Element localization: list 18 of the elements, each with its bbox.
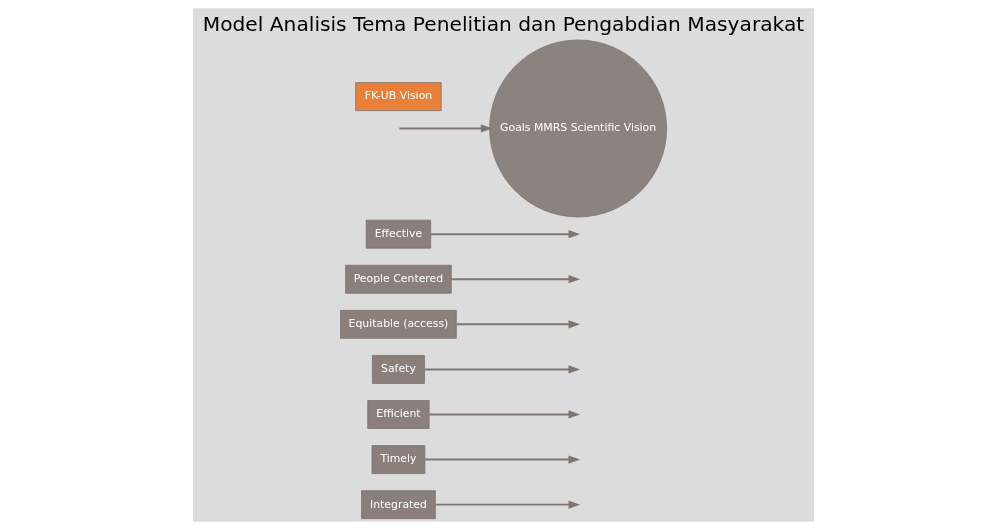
node-box: Equitable (access)	[340, 309, 457, 339]
arrow	[423, 365, 581, 374]
arrow	[424, 455, 581, 464]
arrow	[428, 410, 581, 419]
node-box: Effective	[365, 219, 432, 249]
node-circle: Goals MMRS Scientific Vision	[489, 39, 667, 218]
arrow	[429, 230, 581, 239]
node-box: Efficient	[367, 400, 430, 429]
arrow	[450, 275, 581, 284]
diagram-title: Model Analisis Tema Penelitian dan Pengabdian Masyarakat	[202, 11, 805, 36]
node-box: People Centered	[345, 264, 452, 294]
node-box: Safety	[372, 355, 425, 384]
arrow	[455, 320, 581, 329]
node-box: Integrated	[361, 490, 436, 520]
node-box: FK-UB Vision	[355, 82, 442, 111]
arrow	[434, 500, 581, 509]
arrow	[398, 124, 493, 133]
node-box: Timely	[371, 445, 426, 474]
